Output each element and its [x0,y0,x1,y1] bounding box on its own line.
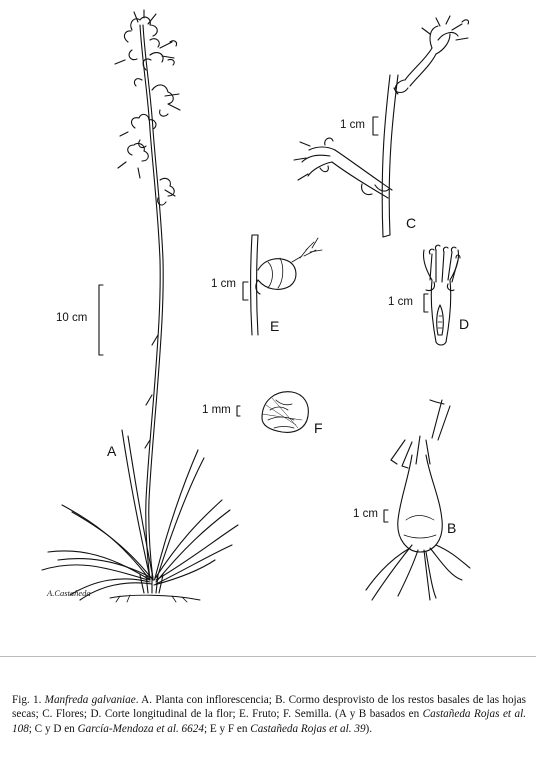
caption-part4: ). [365,722,373,735]
caption-species: Manfreda galvaniae [44,694,136,707]
caption-ref1: Castañeda Rojas et al. 108 [12,708,527,735]
panel-label-c: C [406,215,417,231]
botanical-illustration [41,9,471,603]
scale-label-c: 1 cm [340,119,365,131]
caption-ref3: Castañeda Rojas et al. 39 [250,722,366,735]
drawing-b-corm [365,399,471,601]
drawing-a-plant [41,9,239,603]
illustrator-signature: A.Castañeda [47,588,91,598]
drawing-f-seed [236,391,309,433]
scale-label-e: 1 cm [211,278,236,290]
panel-label-b: B [447,520,457,536]
panel-label-d: D [459,316,470,332]
caption-fig: Fig. 1. [12,694,45,707]
scale-label-f: 1 mm [202,404,231,416]
scale-label-d: 1 cm [388,296,413,308]
drawing-c-flowers [293,15,470,238]
scale-label-a: 10 cm [56,312,88,324]
caption-ref2: García-Mendoza et al. 6624 [77,722,204,735]
caption-part1: . A. Planta con inflorescencia; B. Cormo… [12,694,526,721]
panel-label-f: F [314,420,323,436]
panel-label-e: E [270,318,280,334]
scale-label-b: 1 cm [353,508,378,520]
caption-part3: ; E y F en [203,722,251,735]
caption-divider [0,656,536,657]
drawing-e-fruit [242,234,323,336]
figure-caption: Fig. 1. Manfreda galvaniae. A. Planta co… [12,693,526,736]
drawing-d-section [422,244,461,346]
panel-label-a: A [107,443,117,459]
caption-part2: ; C y D en [28,722,78,735]
